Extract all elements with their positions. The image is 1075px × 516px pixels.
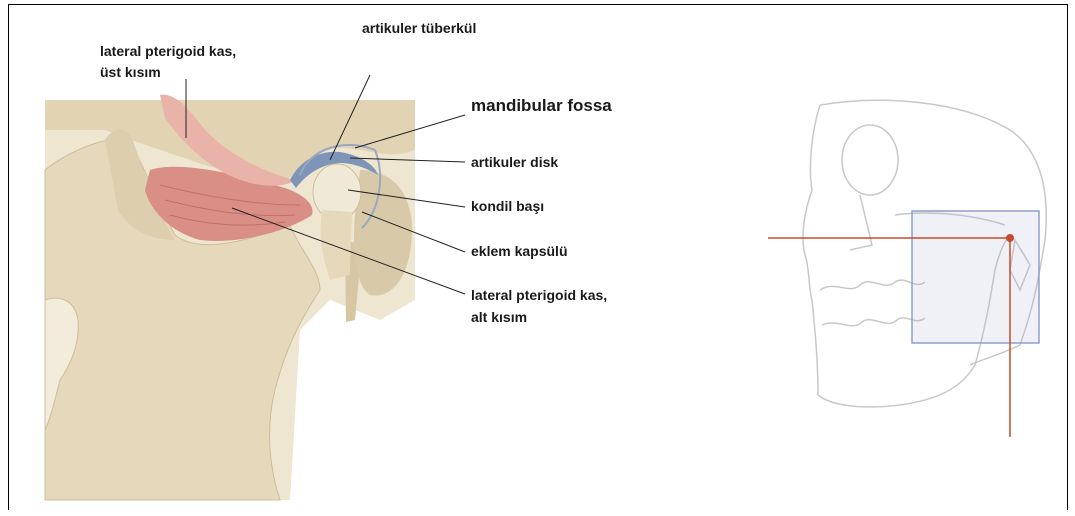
label-eklem-kapsulu: eklem kapsülü (471, 243, 568, 259)
anatomy-illustration (45, 95, 415, 500)
label-mandibular-fossa: mandibular fossa (471, 96, 612, 115)
label-artikuler-tuberkul: artikuler tüberkül (362, 20, 476, 36)
label-kondil-basi: kondil başı (471, 198, 544, 214)
skull-locator (768, 100, 1046, 437)
crosshair-target-dot (1006, 234, 1014, 242)
label-lateral-pterigoid-upper-line2: üst kısım (100, 64, 161, 80)
lower-teeth (822, 318, 925, 326)
label-lateral-pterigoid-lower-line2: alt kısım (471, 309, 527, 325)
face-profile (803, 105, 900, 407)
label-artikuler-disk: artikuler disk (471, 154, 558, 170)
upper-teeth (820, 280, 925, 290)
region-highlight-box (912, 211, 1039, 343)
label-lateral-pterigoid-upper-line1: lateral pterigoid kas, (100, 43, 236, 59)
nasal-area (850, 195, 872, 250)
label-lateral-pterigoid-lower-line1: lateral pterigoid kas, (471, 287, 607, 303)
orbit (842, 125, 898, 195)
